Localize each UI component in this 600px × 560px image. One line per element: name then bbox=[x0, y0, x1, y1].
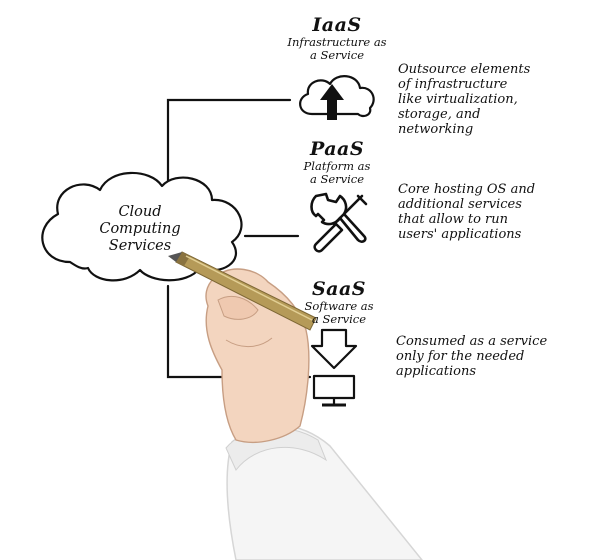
cloud-label-line: Computing bbox=[99, 221, 181, 237]
cloud-upload-icon bbox=[299, 75, 375, 120]
paas-description-line: that allow to run bbox=[398, 212, 508, 227]
paas-description-line: additional services bbox=[398, 197, 522, 212]
paas-subtitle-line: Platform as bbox=[303, 159, 371, 173]
iaas-description: Outsource elements of infrastructure lik… bbox=[398, 62, 594, 137]
wrench-screwdriver-icon bbox=[310, 192, 368, 253]
paas-subtitle-line: a Service bbox=[309, 172, 365, 186]
cloud-label-line: Cloud bbox=[118, 204, 162, 220]
iaas-heading: IaaS Infrastructure as a Service bbox=[272, 14, 402, 62]
saas-description-line: only for the needed bbox=[396, 349, 525, 364]
paas-title: PaaS bbox=[309, 138, 365, 160]
saas-heading: SaaS Software as a Service bbox=[284, 278, 394, 326]
iaas-subtitle-line: Infrastructure as bbox=[287, 35, 387, 49]
paas-description-line: Core hosting OS and bbox=[398, 182, 536, 197]
saas-title: SaaS bbox=[311, 278, 367, 300]
cloud-shape bbox=[41, 171, 243, 282]
paas-description: Core hosting OS and additional services … bbox=[398, 182, 594, 242]
cloud-label-line: Services bbox=[108, 238, 172, 254]
iaas-description-line: Outsource elements bbox=[398, 62, 531, 77]
iaas-subtitle-line: a Service bbox=[309, 48, 365, 62]
iaas-description-line: like virtualization, bbox=[398, 92, 518, 107]
connector-iaas bbox=[166, 98, 292, 192]
paas-description-line: users' applications bbox=[398, 227, 522, 242]
iaas-description-line: networking bbox=[398, 122, 474, 137]
saas-description: Consumed as a service only for the neede… bbox=[396, 334, 596, 379]
cloud-label: Cloud Computing Services bbox=[92, 204, 188, 255]
iaas-description-line: storage, and bbox=[398, 107, 481, 122]
paas-heading: PaaS Platform as a Service bbox=[282, 138, 392, 186]
download-monitor-icon bbox=[310, 328, 358, 407]
saas-subtitle-line: a Service bbox=[311, 312, 367, 326]
saas-description-line: Consumed as a service bbox=[396, 334, 548, 349]
iaas-description-line: of infrastructure bbox=[398, 77, 508, 92]
saas-description-line: applications bbox=[396, 364, 476, 379]
knuckle-line bbox=[225, 337, 273, 347]
pen bbox=[168, 251, 317, 331]
saas-subtitle-line: Software as bbox=[304, 299, 374, 313]
finger bbox=[217, 295, 259, 320]
hand-illustration bbox=[168, 251, 423, 560]
iaas-title: IaaS bbox=[312, 14, 362, 36]
